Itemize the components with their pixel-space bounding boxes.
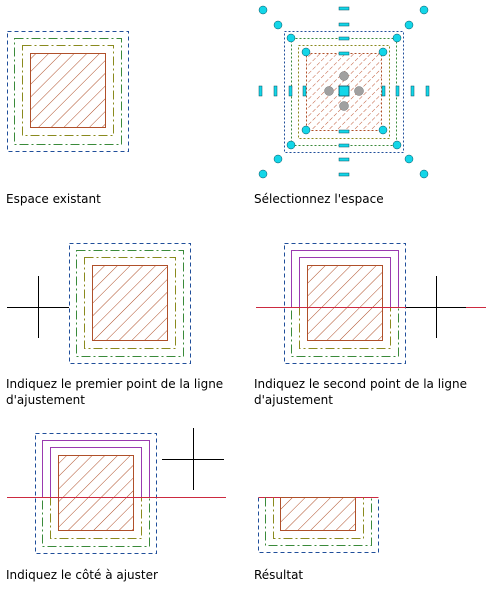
hatched-area (280, 497, 356, 531)
olive-boundary (273, 497, 364, 539)
green-boundary (265, 497, 372, 546)
caption-result: Résultat (254, 568, 304, 582)
hatched-area (30, 53, 106, 128)
olive-boundary (298, 45, 390, 139)
edge-grips (258, 6, 430, 177)
olive-boundary (84, 257, 176, 349)
caption-second-point: Indiquez le second point de la ligne d'a… (254, 377, 467, 407)
existing-space-drawing (7, 31, 129, 152)
caption-first-point: Indiquez le premier point de la ligne d'… (6, 377, 224, 407)
caption-existing-space: Espace existant (6, 192, 101, 206)
olive-boundary (22, 45, 114, 136)
panel-side-to-trim (0, 420, 246, 560)
side-to-trim-drawing (7, 428, 226, 554)
crosshair-icon (406, 276, 466, 338)
center-grips (324, 71, 364, 111)
panel-select-space (246, 0, 492, 210)
outer-boundary (258, 497, 379, 553)
caption-side-to-trim: Indiquez le côté à ajuster (6, 568, 158, 582)
hatched-area (58, 455, 134, 531)
purple-boundary (42, 440, 150, 497)
panel-first-point (0, 230, 246, 370)
outer-boundary (35, 433, 157, 554)
hatched-area (92, 265, 168, 341)
green-boundary (76, 250, 184, 357)
outer-boundary (284, 243, 406, 364)
result-drawing (258, 497, 379, 553)
purple-boundary (291, 250, 399, 307)
caption-select-space: Sélectionnez l'espace (254, 192, 384, 206)
corner-grips (258, 5, 429, 179)
crosshair-icon (7, 276, 69, 338)
outer-boundary (7, 31, 129, 152)
hatched-area (307, 265, 383, 341)
panel-second-point (246, 230, 492, 370)
second-point-drawing (256, 243, 486, 364)
panel-result (246, 480, 492, 560)
outer-boundary (69, 243, 191, 364)
first-point-drawing (7, 243, 191, 364)
green-boundary (14, 38, 122, 145)
crosshair-icon (162, 428, 224, 490)
panel-existing-space (0, 0, 246, 210)
select-space-drawing (258, 5, 430, 179)
